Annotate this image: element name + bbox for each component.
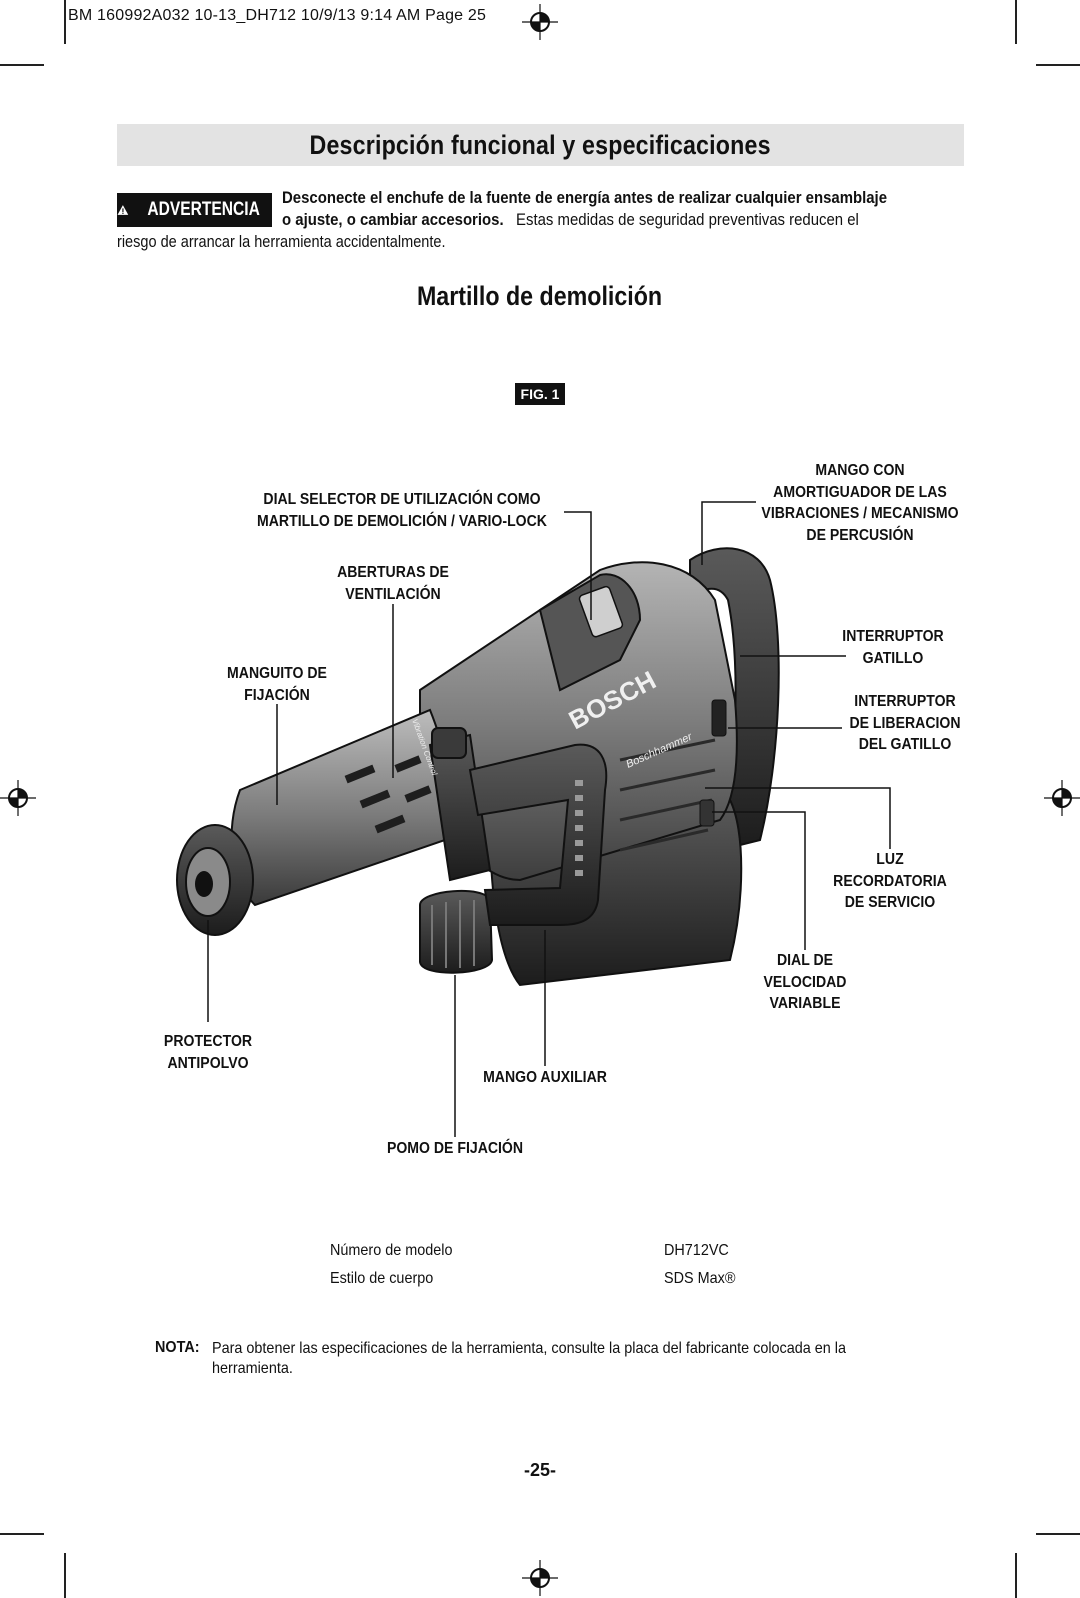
figure-label: FIG. 1 bbox=[515, 383, 565, 405]
callout-line: POMO DE FIJACIÓN bbox=[386, 1140, 524, 1157]
spec-value: SDS Max® bbox=[664, 1270, 736, 1287]
warning-badge: ADVERTENCIA bbox=[117, 193, 272, 227]
callout-line: ANTIPOLVO bbox=[167, 1054, 249, 1072]
spec-value: DH712VC bbox=[664, 1242, 729, 1259]
note-label: NOTA: bbox=[155, 1339, 200, 1356]
spec-label: Número de modelo bbox=[330, 1242, 453, 1259]
callout-dial-selector: DIAL SELECTOR DE UTILIZACIÓN COMO MARTIL… bbox=[244, 489, 561, 532]
warning-text-bold: o ajuste, o cambiar accesorios. bbox=[282, 211, 504, 229]
callout-manguito: MANGUITO DE FIJACIÓN bbox=[211, 663, 343, 706]
warning-line-3: riesgo de arrancar la herramienta accide… bbox=[117, 233, 446, 251]
callout-line: DEL GATILLO bbox=[858, 736, 952, 753]
print-slug: BM 160992A032 10-13_DH712 10/9/13 9:14 A… bbox=[68, 7, 487, 24]
callout-line: DE SERVICIO bbox=[844, 894, 936, 911]
crop-mark bbox=[1015, 1553, 1017, 1598]
subsection-title-text: Martillo de demolición bbox=[417, 281, 663, 311]
note-text: Para obtener las especificaciones de la … bbox=[212, 1340, 846, 1377]
warning-text: Estas medidas de seguridad preventivas r… bbox=[516, 211, 859, 229]
locking-knob bbox=[419, 889, 494, 974]
rear-handle bbox=[689, 547, 780, 852]
subsection-title: Martillo de demolición bbox=[0, 281, 1080, 312]
crop-mark bbox=[64, 1553, 66, 1598]
warning-triangle-icon bbox=[117, 205, 129, 215]
callout-line: PROTECTOR bbox=[163, 1033, 253, 1050]
callout-interruptor-gatillo: INTERRUPTOR GATILLO bbox=[827, 626, 959, 669]
callout-pomo: POMO DE FIJACIÓN bbox=[385, 1138, 526, 1160]
registration-mark-icon bbox=[522, 1560, 558, 1596]
crop-mark bbox=[64, 0, 66, 44]
callout-line: GATILLO bbox=[862, 649, 924, 667]
crop-mark bbox=[0, 1533, 44, 1535]
callout-line: AMORTIGUADOR DE LAS bbox=[773, 483, 947, 501]
page-number: -25- bbox=[523, 1460, 556, 1480]
spec-label: Estilo de cuerpo bbox=[330, 1270, 434, 1287]
callout-line: DIAL DE bbox=[776, 952, 834, 969]
callout-line: MARTILLO DE DEMOLICIÓN / VARIO-LOCK bbox=[257, 512, 547, 530]
callout-line: DE LIBERACION bbox=[849, 714, 961, 732]
section-title: Descripción funcional y especificaciones bbox=[309, 129, 772, 160]
callout-luz: LUZ RECORDATORIA DE SERVICIO bbox=[824, 849, 956, 914]
warning-badge-label: ADVERTENCIA bbox=[147, 199, 260, 220]
warning-line-1: Desconecte el enchufe de la fuente de en… bbox=[282, 189, 887, 208]
callout-line: INTERRUPTOR bbox=[854, 693, 956, 710]
callout-line: VENTILACIÓN bbox=[345, 585, 441, 603]
callout-mango-auxiliar: MANGO AUXILIAR bbox=[479, 1067, 611, 1089]
warning-line-2: o ajuste, o cambiar accesorios. Estas me… bbox=[282, 211, 859, 230]
callout-line: FIJACIÓN bbox=[244, 686, 310, 704]
callout-line: DE PERCUSIÓN bbox=[806, 526, 914, 544]
registration-mark-icon bbox=[1044, 780, 1080, 816]
crop-mark bbox=[0, 64, 44, 66]
warning-text-bold: Desconecte el enchufe de la fuente de en… bbox=[282, 189, 888, 207]
crop-mark bbox=[1036, 1533, 1080, 1535]
callout-line: DIAL SELECTOR DE UTILIZACIÓN COMO bbox=[263, 491, 541, 508]
callout-line: VELOCIDAD bbox=[763, 973, 847, 991]
registration-mark-icon bbox=[522, 4, 558, 40]
callout-line: ABERTURAS DE bbox=[337, 564, 449, 581]
callout-line: RECORDATORIA bbox=[833, 872, 947, 890]
registration-mark-icon bbox=[0, 780, 36, 816]
callout-interruptor-liberacion: INTERRUPTOR DE LIBERACION DEL GATILLO bbox=[835, 691, 976, 756]
crop-mark bbox=[1036, 64, 1080, 66]
callout-line: INTERRUPTOR bbox=[842, 628, 944, 645]
callout-line: LUZ bbox=[876, 851, 904, 868]
auxiliary-handle bbox=[468, 743, 608, 926]
callout-line: VARIABLE bbox=[769, 995, 841, 1012]
callout-protector: PROTECTOR ANTIPOLVO bbox=[155, 1031, 261, 1074]
callout-line: MANGO CON bbox=[815, 462, 905, 479]
callout-dial-velocidad: DIAL DE VELOCIDAD VARIABLE bbox=[752, 950, 858, 1015]
callout-line: VIBRACIONES / MECANISMO bbox=[761, 505, 959, 522]
callout-line: MANGO AUXILIAR bbox=[483, 1069, 607, 1086]
crop-mark bbox=[1015, 0, 1017, 44]
section-title-bar: Descripción funcional y especificaciones bbox=[117, 124, 964, 166]
callout-mango-con: MANGO CON AMORTIGUADOR DE LAS VIBRACIONE… bbox=[754, 460, 965, 546]
callout-line: MANGUITO DE bbox=[227, 665, 327, 682]
callout-aberturas: ABERTURAS DE VENTILACIÓN bbox=[323, 562, 464, 605]
